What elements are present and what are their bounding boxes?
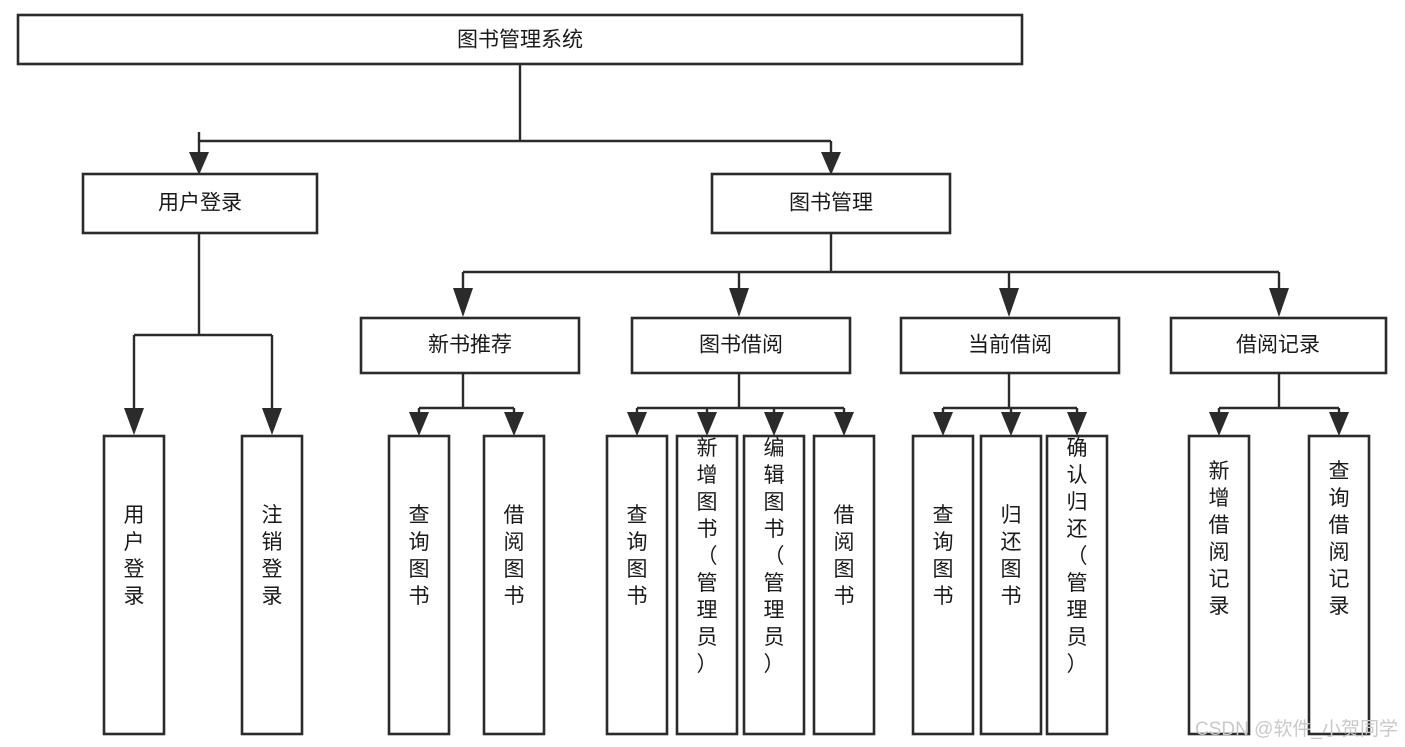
leaf-bb-4[interactable]: 借阅图书 bbox=[812, 434, 876, 736]
node-new-book-recommend-label: 新书推荐 bbox=[428, 334, 512, 357]
arrow-br-leaf-1 bbox=[1209, 412, 1229, 436]
leaf-bb-4-box[interactable] bbox=[812, 434, 876, 736]
node-new-book-recommend-box[interactable] bbox=[359, 316, 581, 375]
leaf-cb-1[interactable]: 查询图书 bbox=[911, 434, 975, 736]
node-current-borrow[interactable]: 当前借阅 bbox=[899, 316, 1121, 375]
leaf-br-1-label: 新增借阅记录 bbox=[1209, 460, 1230, 618]
leaf-br-2-box[interactable] bbox=[1307, 434, 1371, 736]
arrow-nbr-leaf-2 bbox=[504, 412, 524, 436]
leaf-cb-3[interactable]: 确认归还（管理员） bbox=[1045, 434, 1109, 736]
arrow-to-current-borrow bbox=[999, 288, 1019, 317]
node-root-box[interactable] bbox=[16, 13, 1024, 66]
leaf-br-1-box[interactable] bbox=[1187, 434, 1251, 736]
node-root-label: 图书管理系统 bbox=[457, 29, 583, 52]
node-book-borrow-box[interactable] bbox=[630, 316, 852, 375]
arrow-nbr-leaf-1 bbox=[409, 412, 429, 436]
leaf-nbr-1[interactable]: 查询图书 bbox=[387, 434, 451, 736]
arrow-bb-leaf-1 bbox=[627, 412, 647, 436]
node-book-manage-box[interactable] bbox=[710, 172, 952, 235]
arrow-br-leaf-2 bbox=[1329, 412, 1349, 436]
arrow-to-book-manage bbox=[821, 152, 841, 175]
connectors-new-book-recommend bbox=[409, 373, 524, 436]
arrow-to-user-login bbox=[189, 152, 209, 175]
arrow-to-borrow-record bbox=[1269, 288, 1289, 317]
arrow-to-new-book-recommend bbox=[453, 288, 473, 317]
leaf-bb-2-label: 新增图书（管理员） bbox=[697, 437, 718, 676]
leaf-user-login-2-box[interactable] bbox=[240, 434, 304, 736]
leaf-nbr-2-label: 借阅图书 bbox=[504, 504, 525, 608]
arrow-cb-leaf-2 bbox=[1001, 412, 1021, 436]
node-current-borrow-box[interactable] bbox=[899, 316, 1121, 375]
node-user-login-label: 用户登录 bbox=[158, 192, 242, 215]
leaf-cb-2-box[interactable] bbox=[979, 434, 1043, 736]
leaf-cb-3-label: 确认归还（管理员） bbox=[1067, 437, 1088, 676]
leaf-cb-2-label: 归还图书 bbox=[1001, 504, 1022, 608]
node-borrow-record-label: 借阅记录 bbox=[1236, 334, 1320, 357]
leaf-cb-3-box[interactable] bbox=[1045, 434, 1109, 736]
connectors-borrow-record bbox=[1209, 373, 1349, 436]
leaf-bb-1-box[interactable] bbox=[605, 434, 669, 736]
arrow-cb-leaf-1 bbox=[933, 412, 953, 436]
arrow-to-leaf-logout bbox=[262, 408, 282, 435]
connectors-book-borrow bbox=[627, 373, 854, 436]
leaf-br-2-label: 查询借阅记录 bbox=[1329, 460, 1350, 618]
node-current-borrow-label: 当前借阅 bbox=[968, 334, 1052, 357]
node-borrow-record[interactable]: 借阅记录 bbox=[1169, 316, 1388, 375]
node-user-login[interactable]: 用户登录 bbox=[81, 172, 319, 235]
arrow-bb-leaf-2 bbox=[697, 412, 717, 436]
leaf-cb-1-label: 查询图书 bbox=[933, 504, 954, 608]
node-book-manage-label: 图书管理 bbox=[789, 192, 873, 215]
leaf-bb-3-box[interactable] bbox=[742, 434, 806, 736]
connectors-user-login bbox=[124, 233, 282, 435]
node-book-borrow[interactable]: 图书借阅 bbox=[630, 316, 852, 375]
node-book-manage[interactable]: 图书管理 bbox=[710, 172, 952, 235]
arrow-bb-leaf-3 bbox=[764, 412, 784, 436]
arrow-to-book-borrow bbox=[729, 288, 749, 317]
node-book-borrow-label: 图书借阅 bbox=[699, 334, 783, 357]
leaf-nbr-1-box[interactable] bbox=[387, 434, 451, 736]
leaf-nbr-2[interactable]: 借阅图书 bbox=[482, 434, 546, 736]
leaf-user-login-2[interactable]: 注销登录 bbox=[240, 434, 304, 736]
node-root[interactable]: 图书管理系统 bbox=[16, 13, 1024, 66]
leaf-cb-2[interactable]: 归还图书 bbox=[979, 434, 1043, 736]
leaf-bb-3[interactable]: 编辑图书（管理员） bbox=[742, 434, 806, 736]
connectors-book-manage bbox=[453, 233, 1289, 317]
leaf-nbr-2-box[interactable] bbox=[482, 434, 546, 736]
connectors-root bbox=[189, 64, 841, 175]
leaf-bb-2-box[interactable] bbox=[675, 434, 739, 736]
leaf-bb-4-label: 借阅图书 bbox=[834, 504, 855, 608]
leaf-user-login-2-label: 注销登录 bbox=[262, 504, 283, 608]
leaf-user-login-1-label: 用户登录 bbox=[124, 504, 145, 608]
leaf-cb-1-box[interactable] bbox=[911, 434, 975, 736]
arrow-cb-leaf-3 bbox=[1067, 412, 1087, 436]
leaf-br-1[interactable]: 新增借阅记录 bbox=[1187, 434, 1251, 736]
leaf-bb-2[interactable]: 新增图书（管理员） bbox=[675, 434, 739, 736]
watermark-label: CSDN @软件_小贺同学 bbox=[1195, 718, 1398, 740]
arrow-to-leaf-user-login bbox=[124, 408, 144, 435]
leaf-nbr-1-label: 查询图书 bbox=[409, 504, 430, 608]
connectors-current-borrow bbox=[933, 373, 1087, 436]
leaf-br-2[interactable]: 查询借阅记录 bbox=[1307, 434, 1371, 736]
arrow-bb-leaf-4 bbox=[834, 412, 854, 436]
node-user-login-box[interactable] bbox=[81, 172, 319, 235]
leaf-user-login-1-box[interactable] bbox=[102, 434, 166, 736]
leaf-user-login-1[interactable]: 用户登录 bbox=[102, 434, 166, 736]
node-borrow-record-box[interactable] bbox=[1169, 316, 1388, 375]
leaf-bb-3-label: 编辑图书（管理员） bbox=[764, 437, 785, 676]
node-new-book-recommend[interactable]: 新书推荐 bbox=[359, 316, 581, 375]
leaf-bb-1[interactable]: 查询图书 bbox=[605, 434, 669, 736]
leaf-bb-1-label: 查询图书 bbox=[627, 504, 648, 608]
